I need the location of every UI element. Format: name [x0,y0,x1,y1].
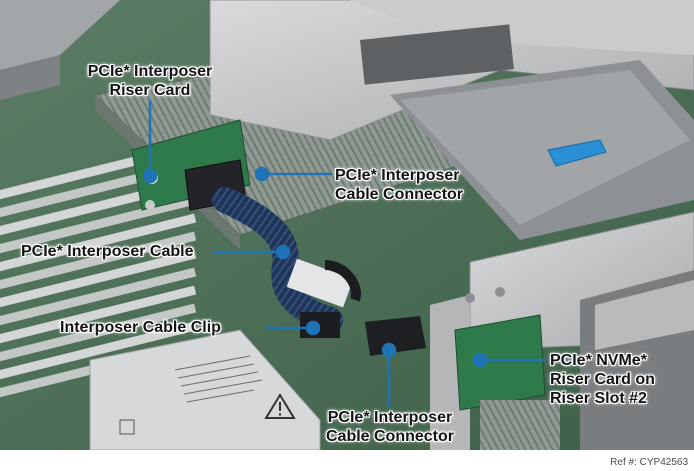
callout-nvme-riser: PCIe* NVMe* Riser Card on Riser Slot #2 [550,351,655,408]
callout-nvme-riser-line1: PCIe* NVMe* [550,352,647,369]
callout-cable-connector-bottom-line2: Cable Connector [325,428,454,445]
leader-lines [142,100,545,407]
interposer-cable-clip [300,312,340,338]
callout-interposer-cable-text: PCIe* Interposer Cable [21,243,194,260]
chassis-wall [0,0,120,70]
callout-interposer-cable: PCIe* Interposer Cable [21,242,194,261]
callout-cable-connector-top-line2: Cable Connector [335,186,464,203]
reference-number: Ref #: CYP42563 [610,457,688,468]
callout-riser-card: PCIe* Interposer Riser Card [62,62,238,100]
callout-cable-clip: Interposer Cable Clip [60,318,221,337]
callout-riser-card-line1: PCIe* Interposer [87,63,213,80]
callout-cable-clip-text: Interposer Cable Clip [60,319,221,336]
callout-nvme-riser-line2: Riser Card on [550,371,655,388]
callout-cable-connector-top: PCIe* Interposer Cable Connector [335,166,463,204]
callout-cable-connector-bottom: PCIe* Interposer Cable Connector [305,408,475,446]
blue-latch [547,139,607,167]
callout-nvme-riser-line3: Riser Slot #2 [550,390,647,407]
callout-riser-card-line2: Riser Card [109,82,191,99]
cable-connector-bottom [365,316,426,356]
callout-cable-connector-top-line1: PCIe* Interposer [335,167,460,184]
nvme-riser-card [454,314,546,411]
server-chassis-illustration [0,0,694,450]
warning-triangle-icon [264,393,296,419]
interposer-cable [212,187,343,333]
callout-cable-connector-bottom-line1: PCIe* Interposer [327,409,453,426]
